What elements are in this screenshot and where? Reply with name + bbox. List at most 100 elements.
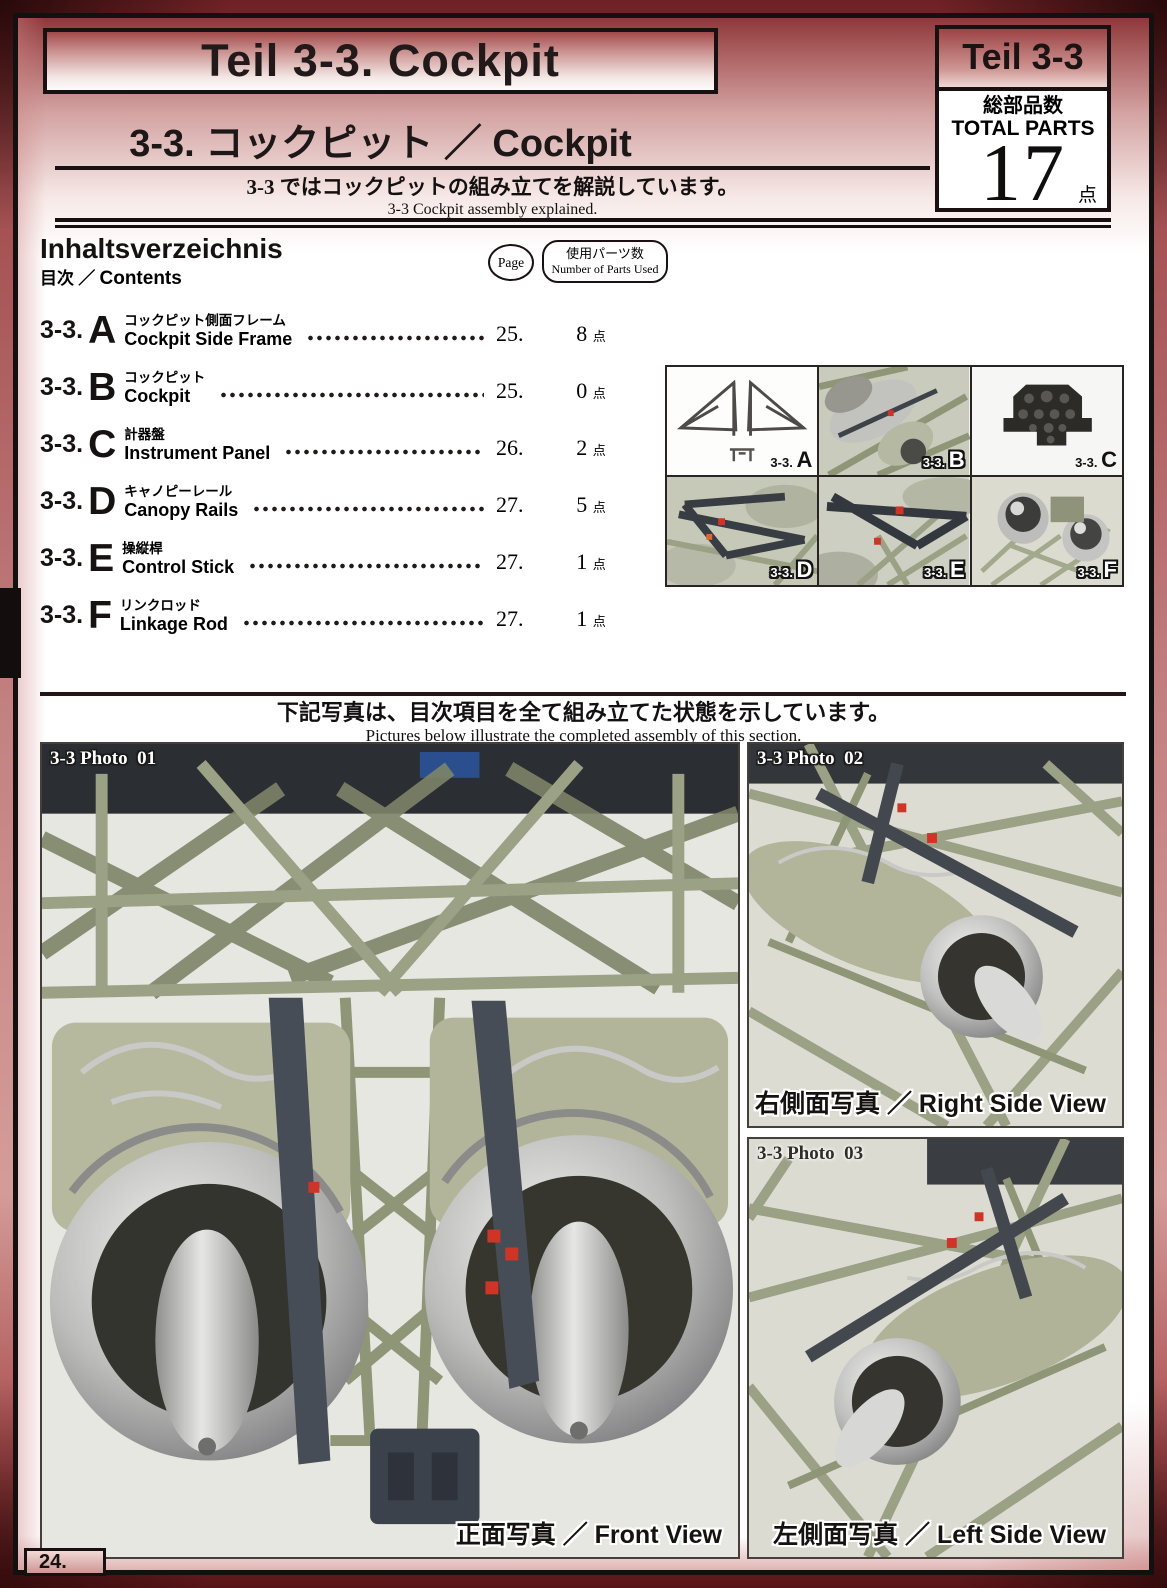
thumbnail-image-f xyxy=(971,477,1122,585)
section-subtitle: 3-3. コックピット ／ Cockpit xyxy=(129,123,632,165)
section-note: 3-3 ではコックピットの組み立てを解説しています。 3-3 Cockpit a… xyxy=(55,174,930,219)
thumbnail-image-e xyxy=(819,477,970,585)
section-note-jp: 3-3 ではコックピットの組み立てを解説しています。 xyxy=(246,175,739,199)
toc-letter: D xyxy=(88,479,117,523)
thumbnail-label: 3-3. C xyxy=(1075,447,1117,472)
toc-letter: E xyxy=(88,536,115,580)
toc-parts-count: 1 点 xyxy=(554,606,628,632)
photo-front-view: 3-3 Photo 01 正面写真 ／ Front View xyxy=(40,742,740,1559)
toc-count-unit: 点 xyxy=(592,385,606,401)
photo-caption-front-view: 正面写真 ／ Front View xyxy=(455,1521,722,1549)
photo-right-side-view-image xyxy=(749,744,1122,1126)
contents-heading: Inhaltsverzeichnis 目次 ／ Contents xyxy=(40,234,283,290)
dot-leader xyxy=(252,504,484,513)
badge-body: 総部品数 TOTAL PARTS 17 点 xyxy=(939,94,1107,218)
dot-leader xyxy=(248,561,484,570)
thumbnail-3-3-a: 3-3. A xyxy=(667,367,818,475)
toc-page-number: 25. xyxy=(496,377,524,403)
contents-heading-en: Contents xyxy=(99,268,182,289)
thumbnail-3-3-c: 3-3. C xyxy=(971,367,1122,475)
photo-left-side-view-image xyxy=(749,1139,1122,1557)
toc-label-jp: 操縦桿 xyxy=(122,540,163,556)
toc-prefix: 3-3. xyxy=(40,316,84,344)
toc-parts-count: 5 点 xyxy=(554,492,628,518)
thumbnail-image-d xyxy=(667,477,818,585)
gallery-intro-jp: 下記写真は、目次項目を全て組み立てた状態を示しています。 xyxy=(276,700,891,725)
toc-count-value: 1 xyxy=(576,548,588,574)
section-note-en: 3-3 Cockpit assembly explained. xyxy=(387,201,598,218)
contents-heading-sub: 目次 ／ Contents xyxy=(40,264,283,290)
parts-used-label: 使用パーツ数 Number of Parts Used xyxy=(542,240,668,283)
toc-prefix: 3-3. xyxy=(40,487,84,515)
toc-letter: F xyxy=(88,593,112,637)
thumbnail-label: 3-3. F xyxy=(1077,557,1117,582)
rule-under-subtitle xyxy=(55,166,930,170)
contents-heading-separator: ／ xyxy=(74,269,100,288)
contents-heading-jp: 目次 xyxy=(40,269,74,288)
toc-label-en: Cockpit Side Frame xyxy=(124,328,293,349)
toc-parts-count: 2 点 xyxy=(554,435,628,461)
toc-count-value: 0 xyxy=(576,377,588,403)
page-column-label: Page xyxy=(488,244,534,281)
thumbnail-3-3-d: 3-3. D xyxy=(667,477,818,585)
page-frame xyxy=(13,13,1154,1575)
toc-label-en: Cockpit xyxy=(124,385,191,406)
toc-label-jp: 計器盤 xyxy=(124,426,165,442)
toc-parts-count: 1 点 xyxy=(554,549,628,575)
page-interior: Teil 3-3. Cockpit Teil 3-3 総部品数 TOTAL PA… xyxy=(18,18,1149,1570)
toc-label-en: Linkage Rod xyxy=(119,613,228,634)
toc-label-en: Canopy Rails xyxy=(124,499,239,520)
toc-page-number: 25. xyxy=(496,320,524,346)
dot-leader xyxy=(219,390,484,399)
toc-count-value: 1 xyxy=(576,605,588,631)
toc-count-unit: 点 xyxy=(592,328,606,344)
gallery-intro: 下記写真は、目次項目を全て組み立てた状態を示しています。 Pictures be… xyxy=(18,700,1149,745)
toc-label-en: Control Stick xyxy=(122,556,235,577)
toc-page-number: 27. xyxy=(496,548,524,574)
toc-parts-count: 8 点 xyxy=(554,321,628,347)
toc-count-unit: 点 xyxy=(592,556,606,572)
thumbnail-label: 3-3. B xyxy=(922,447,965,472)
photo-id-label: 3-3 Photo 03 xyxy=(757,1143,864,1164)
toc-count-value: 2 xyxy=(576,434,588,460)
photo-left-side-view: 3-3 Photo 03 左側面写真 ／ Left Side View xyxy=(747,1137,1124,1559)
photo-id-label: 3-3 Photo 02 xyxy=(757,748,864,769)
gallery-intro-en: Pictures below illustrate the completed … xyxy=(365,726,802,745)
badge-title: Teil 3-3 xyxy=(962,36,1084,77)
thumbnail-label: 3-3. D xyxy=(770,557,813,582)
contents-heading-german: Inhaltsverzeichnis xyxy=(40,233,283,264)
toc-parts-count: 0 点 xyxy=(554,378,628,404)
toc-count-value: 5 xyxy=(576,491,588,517)
photo-caption-left-side-view: 左側面写真 ／ Left Side View xyxy=(773,1521,1106,1549)
double-rule xyxy=(55,218,1111,228)
thumbnail-image-a xyxy=(667,367,818,475)
toc-prefix: 3-3. xyxy=(40,373,84,401)
toc-label-jp: キャノピーレール xyxy=(124,483,233,499)
toc-prefix: 3-3. xyxy=(40,601,84,629)
toc-prefix: 3-3. xyxy=(40,544,84,572)
toc-label-jp: コックピット xyxy=(124,369,206,385)
step-thumbnail-grid: 3-3. A 3-3. B xyxy=(665,365,1124,587)
photo-caption-right-side-view: 右側面写真 ／ Right Side View xyxy=(755,1090,1106,1118)
badge-total-parts-en: TOTAL PARTS xyxy=(951,117,1095,140)
gallery-divider xyxy=(40,692,1126,696)
section-title: Teil 3-3. Cockpit xyxy=(201,35,560,86)
thumbnail-3-3-b: 3-3. B xyxy=(819,367,970,475)
toc-page-number: 27. xyxy=(496,491,524,517)
dot-leader xyxy=(241,618,484,627)
toc-letter: C xyxy=(88,422,117,466)
toc-label-jp: コックピット側面フレーム xyxy=(124,312,286,328)
badge-count: 17 xyxy=(980,127,1066,218)
toc-letter: A xyxy=(88,308,117,352)
